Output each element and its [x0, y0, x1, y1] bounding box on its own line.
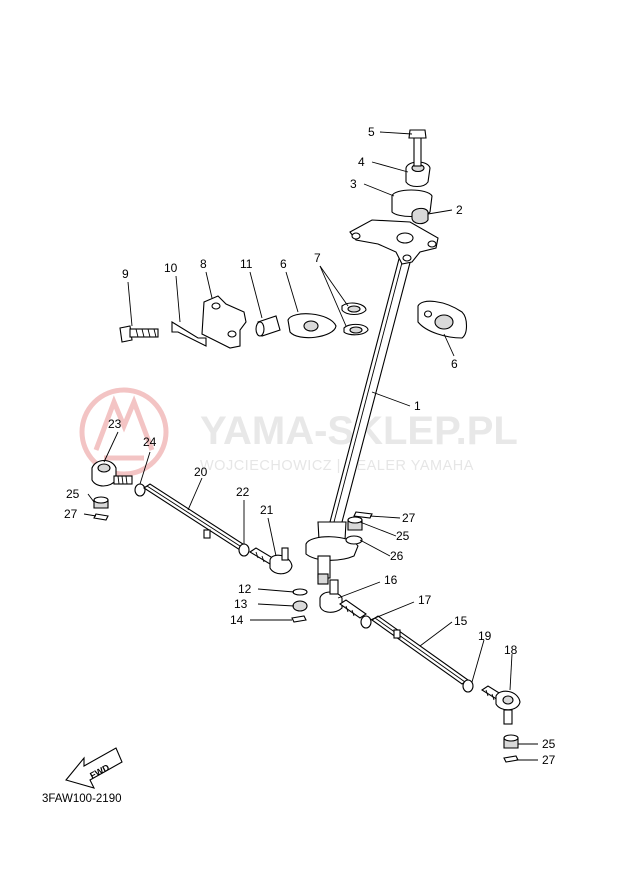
- callout-3: 3: [350, 177, 357, 191]
- callout-6-left: 6: [280, 257, 287, 271]
- callout-13: 13: [234, 597, 248, 611]
- callout-7: 7: [314, 251, 321, 265]
- callout-24: 24: [143, 435, 157, 449]
- pitman-hardware: [319, 511, 373, 619]
- callout-27-left: 27: [64, 507, 78, 521]
- callout-22: 22: [236, 485, 250, 499]
- callout-8: 8: [200, 257, 207, 271]
- callout-27-right: 27: [402, 511, 416, 525]
- upper-holder-parts: [391, 129, 433, 225]
- callout-5: 5: [368, 125, 375, 139]
- holder-right: [417, 300, 468, 339]
- callout-16: 16: [384, 573, 398, 587]
- callout-10: 10: [164, 261, 178, 275]
- tie-rod-right: [360, 615, 521, 763]
- callout-17: 17: [418, 593, 432, 607]
- exploded-row: [119, 295, 369, 349]
- callout-labels: 5 4 3 2 1 6 9 10 8 11 6 7 23 24 25 27 20…: [64, 125, 556, 767]
- steering-bracket: [349, 219, 439, 265]
- callout-21: 21: [260, 503, 274, 517]
- callout-19: 19: [478, 629, 492, 643]
- callout-25-left: 25: [66, 487, 80, 501]
- callout-20: 20: [194, 465, 208, 479]
- callout-11: 11: [240, 257, 253, 271]
- diagram-code: 3FAW100-2190: [42, 793, 121, 805]
- fwd-arrow-icon: FWD: [65, 747, 123, 789]
- watermark-logo: [79, 387, 169, 477]
- small-hardware: [93, 496, 308, 623]
- steering-shaft: [305, 254, 413, 585]
- callout-4: 4: [358, 155, 365, 169]
- callout-23: 23: [108, 417, 122, 431]
- tie-rod-left: [91, 459, 293, 575]
- callout-1: 1: [414, 399, 421, 413]
- callout-18: 18: [504, 643, 518, 657]
- callout-12: 12: [238, 582, 252, 596]
- callout-25-bottom: 25: [542, 737, 556, 751]
- callout-15: 15: [454, 614, 468, 628]
- callout-14: 14: [230, 613, 244, 627]
- callout-9: 9: [122, 267, 129, 281]
- callout-25-right: 25: [396, 529, 410, 543]
- leader-lines: [83, 131, 538, 761]
- callout-26: 26: [390, 549, 404, 563]
- callout-6-right: 6: [451, 357, 458, 371]
- watermark-subtitle: WOJCIECHOWICZ | DEALER YAMAHA: [200, 458, 474, 474]
- callout-2: 2: [456, 203, 463, 217]
- callout-27-bottom: 27: [542, 753, 556, 767]
